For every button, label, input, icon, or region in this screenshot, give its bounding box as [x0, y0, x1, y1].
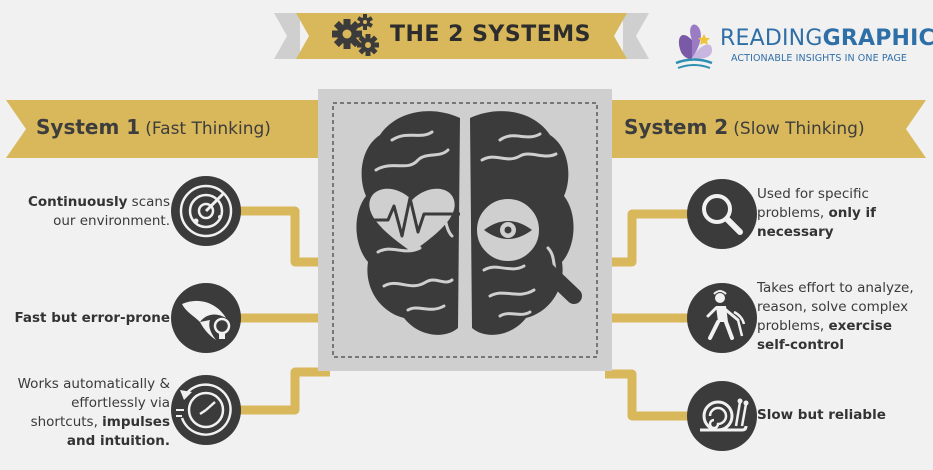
brain-icon — [356, 111, 582, 335]
system1-heading: System 1 (Fast Thinking) — [36, 115, 271, 139]
system2-item-3: Slow but reliable — [757, 407, 886, 423]
system2-item-2: Takes effort to analyze, reason, solve c… — [757, 280, 914, 353]
banner-system2 — [612, 100, 926, 158]
system2-item-1: Used for specific problems, only if nece… — [757, 186, 876, 240]
system2-subtitle: (Slow Thinking) — [733, 119, 865, 139]
hiker-icon — [687, 283, 757, 353]
system1-subtitle: (Fast Thinking) — [145, 119, 271, 139]
brand-logo-icon — [675, 24, 713, 69]
radar-icon — [171, 176, 241, 246]
clock-icon — [171, 375, 241, 445]
heart-icon — [366, 188, 460, 252]
connector-left-1 — [240, 206, 330, 267]
magnifier-eye-icon — [471, 193, 582, 304]
system1-item-2: Fast but error-prone — [14, 310, 170, 326]
connectors — [240, 206, 690, 421]
system1-icons — [171, 176, 241, 445]
system2-heading: System 2 (Slow Thinking) — [624, 115, 865, 139]
brand-tagline: ACTIONABLE INSIGHTS IN ONE PAGE — [731, 53, 908, 64]
page-title: THE 2 SYSTEMS — [390, 22, 591, 47]
system1-item-3: Works automatically & effortlessly via s… — [17, 376, 170, 449]
system2-name: System 2 — [624, 115, 729, 139]
gears-icon — [332, 14, 379, 56]
system2-icons — [687, 179, 757, 451]
connector-right-3 — [605, 369, 690, 421]
rocket-icon — [171, 283, 241, 353]
system1-name: System 1 — [36, 115, 141, 139]
banner-system1 — [6, 100, 318, 158]
magnifier-icon — [687, 179, 757, 249]
snail-icon — [687, 381, 757, 451]
system1-item-1: Continuously scans our environment. — [27, 194, 170, 229]
brand-name-secondary: GRAPHICS — [822, 26, 933, 51]
brand-name-primary: READING — [720, 26, 823, 51]
brand-name: READINGGRAPHICS — [720, 26, 933, 51]
connector-left-3 — [240, 367, 330, 415]
connector-right-1 — [605, 209, 690, 267]
